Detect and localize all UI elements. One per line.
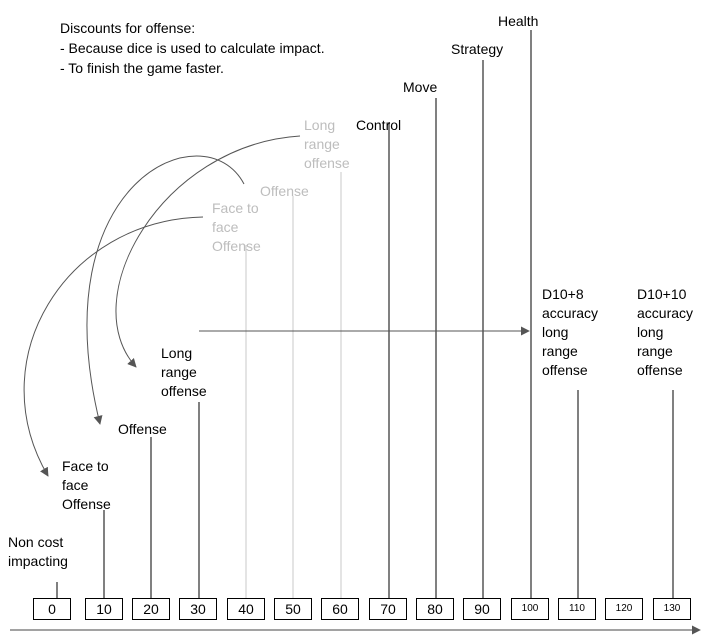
scale-box-60: 60 bbox=[321, 598, 359, 620]
stems-faded bbox=[245, 172, 342, 598]
scale-box-120: 120 bbox=[605, 598, 643, 620]
label-long-range: Long range offense bbox=[161, 345, 207, 399]
label-face-offense-faded: Face to face Offense bbox=[212, 200, 261, 254]
label-face-offense: Face to face Offense bbox=[62, 458, 111, 512]
label-strategy: Strategy bbox=[451, 41, 504, 57]
scale-box-30: 30 bbox=[179, 598, 217, 620]
note-line-3: - To finish the game faster. bbox=[60, 60, 224, 76]
note-line-2: - Because dice is used to calculate impa… bbox=[60, 40, 325, 56]
scale-box-70: 70 bbox=[369, 598, 407, 620]
stems bbox=[56, 30, 674, 598]
discount-note: Discounts for offense: - Because dice is… bbox=[60, 18, 325, 78]
scale-box-40: 40 bbox=[227, 598, 265, 620]
label-non-cost: Non cost impacting bbox=[8, 534, 68, 569]
curve-offense bbox=[86, 155, 245, 425]
scale-box-90: 90 bbox=[463, 598, 501, 620]
curve-face bbox=[23, 216, 204, 477]
scale-box-0: 0 bbox=[33, 598, 71, 620]
label-offense-faded: Offense bbox=[260, 183, 309, 199]
label-health: Health bbox=[498, 13, 539, 29]
scale-box-100: 100 bbox=[511, 598, 549, 620]
label-long-range-faded: Long range offense bbox=[304, 117, 350, 171]
scale-box-10: 10 bbox=[85, 598, 123, 620]
label-control: Control bbox=[356, 117, 402, 133]
label-offense: Offense bbox=[118, 421, 167, 437]
label-move: Move bbox=[403, 79, 438, 95]
label-d10-10: D10+10 accuracy long range offense bbox=[637, 286, 694, 378]
scale-box-130: 130 bbox=[653, 598, 691, 620]
scale-box-20: 20 bbox=[132, 598, 170, 620]
curve-long-range bbox=[115, 135, 301, 368]
note-line-1: Discounts for offense: bbox=[60, 20, 196, 36]
label-d10-8: D10+8 accuracy long range offense bbox=[542, 286, 599, 378]
scale-box-110: 110 bbox=[558, 598, 596, 620]
scale-box-50: 50 bbox=[274, 598, 312, 620]
scale-box-80: 80 bbox=[416, 598, 454, 620]
